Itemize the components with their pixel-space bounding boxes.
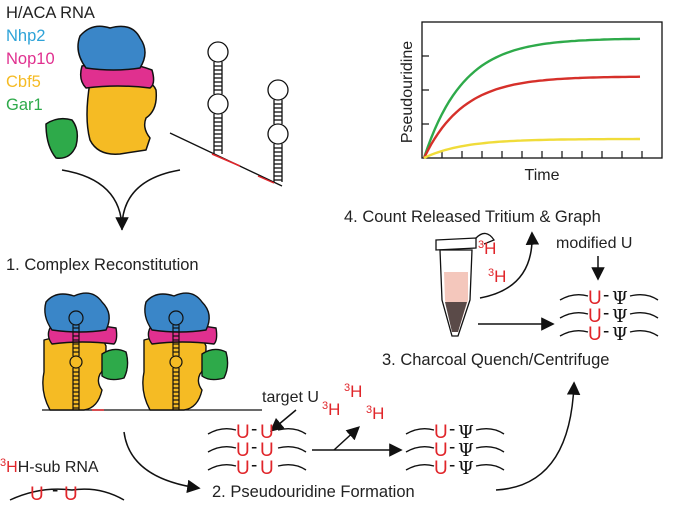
bond-dash: - [251,419,257,440]
protein-subunits [45,25,158,159]
pseudouridine-symbol: Ψ [458,458,474,479]
chart-series [422,37,641,160]
chart-ticks [422,55,643,158]
uracil-red: U [236,458,250,479]
pseudouridine-symbol: Ψ [612,324,628,345]
assembled-complexes [42,292,262,411]
complex-1 [42,292,129,411]
bond-dash: - [251,437,257,458]
pseudouridine-chart: Pseudouridine Time [399,21,663,184]
nhp2-protein [77,25,146,71]
substrate-dash: - [52,480,58,501]
bond-dash: - [449,419,455,440]
pseudouridine-symbol: Ψ [612,306,628,327]
uracil-red: U [260,440,274,461]
substrate-u2: U [64,484,78,505]
tritium-released-tube: 3H 3H [478,239,506,286]
uracil-red: U [434,440,448,461]
legend-title: H/ACA RNA [6,4,95,22]
nhp2-protein [144,292,210,333]
step-4-label: 4. Count Released Tritium & Graph [344,208,601,226]
gar1-protein [45,117,79,159]
bound-hairpin [168,310,184,410]
uracil-red: U [236,422,250,443]
step-1-label: 1. Complex Reconstitution [6,256,199,274]
uracil-red: U [236,440,250,461]
uracil-red: U [434,422,448,443]
rna-stack-modified-b: U-ΨU-ΨU-Ψ [559,285,659,345]
legend-nop10: Nop10 [6,50,55,68]
pseudouridine-symbol: Ψ [458,422,474,443]
cbf5-protein [86,77,158,155]
series-line-2 [423,137,640,160]
step-3-label: 3. Charcoal Quench/Centrifuge [382,351,609,369]
pseudouridine-symbol: Ψ [458,440,474,461]
target-u-label: target U [262,389,319,406]
uracil-red: U [588,306,602,327]
complex-2 [142,292,229,411]
test-tube [435,232,495,337]
gar1-protein [101,348,129,381]
legend: H/ACA RNA Nhp2 Nop10 Cbf5 Gar1 [6,4,95,114]
arrow-to-step-2 [123,431,201,494]
arrow-to-step-3 [495,381,581,491]
substrate-rna: 3HH-sub RNA U - U [0,457,125,505]
uracil-red: U [260,458,274,479]
bound-hairpin [68,310,84,410]
release-arrow [333,426,360,451]
bond-dash: - [603,285,609,306]
uracil-red: U [260,422,274,443]
uracil-red: U [434,458,448,479]
bond-dash: - [449,455,455,476]
legend-nhp2: Nhp2 [6,27,45,45]
bond-dash: - [603,321,609,342]
rna-stack-unmodified: U-UU-UU-U [207,419,307,479]
tube-tritium-2: 3H [488,267,506,286]
tube-tritium-1: 3H [478,239,496,258]
pseudouridine-symbol: Ψ [612,288,628,309]
hairpin-rna [169,41,289,187]
h3-sub-rna-label: 3HH-sub RNA [0,457,99,476]
merge-arrow [115,169,181,231]
substrate-u1: U [30,484,44,505]
chart-ylabel: Pseudouridine [399,41,416,143]
series-line-0 [422,37,641,159]
legend-gar1: Gar1 [6,96,43,114]
chart-xlabel: Time [525,167,560,184]
uracil-red: U [588,324,602,345]
rna-stack-modified-a: U-ΨU-ΨU-Ψ [405,419,505,479]
bond-dash: - [449,437,455,458]
tritium-2: 3H [344,382,362,401]
target-u-arrow [269,409,297,432]
gar1-protein [201,348,229,381]
bond-dash: - [603,303,609,324]
merge-curve-left [61,169,123,231]
step-2-label: 2. Pseudouridine Formation [212,483,415,501]
modified-u-label: modified U [556,235,632,252]
arrow-to-step-4 [479,231,540,299]
uracil-red: U [588,288,602,309]
released-tritium: 3H 3H 3H [322,382,384,423]
bond-dash: - [251,455,257,476]
nhp2-protein [44,292,110,333]
series-line-1 [422,75,641,159]
legend-cbf5: Cbf5 [6,73,41,91]
tritium-3: 3H [366,404,384,423]
tritium-1: 3H [322,400,340,419]
